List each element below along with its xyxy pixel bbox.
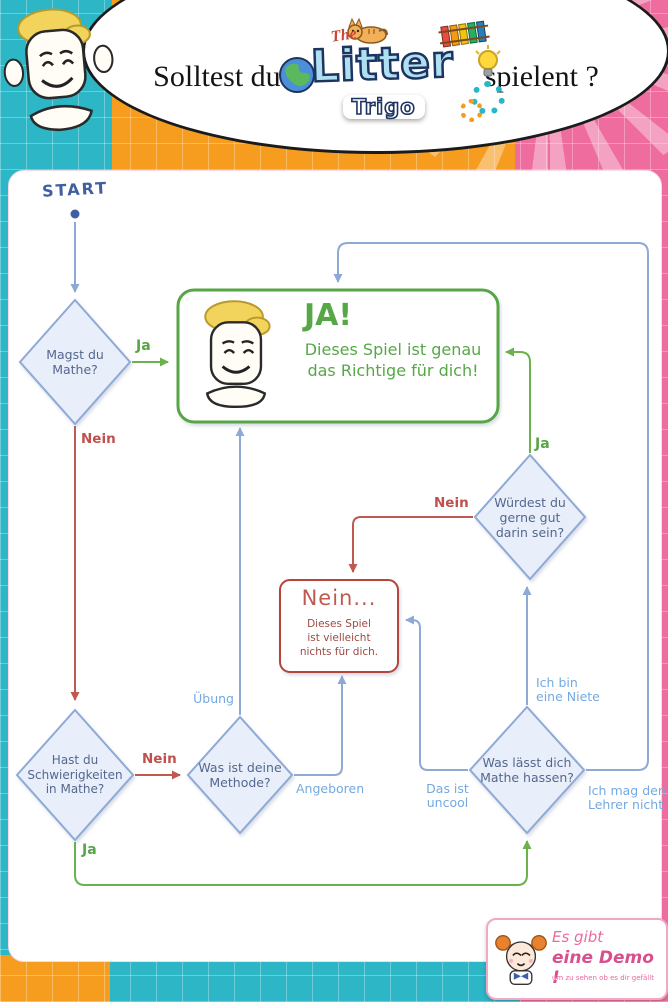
decision-text-d4: Würdest du gerne gut darin sein? [494, 494, 566, 540]
demo-text-line1: Es gibt [552, 928, 604, 946]
edge-label-niete: Ich bin eine Niete [536, 675, 600, 705]
decision-text-d2: Hast du Schwierigkeiten in Mathe? [27, 753, 123, 797]
title-prefix: Solltest du [153, 60, 281, 93]
start-dot [70, 209, 80, 219]
demo-text-line2: eine Demo ! [552, 948, 654, 988]
mascot-character-small [204, 300, 271, 409]
flowchart-graphics [15, 209, 649, 886]
edge-label-uebung: Übung [193, 691, 234, 706]
ja-title: JA! [304, 298, 353, 333]
flowchart: START Magst du Mathe? Hast du Schwierigk… [8, 170, 666, 960]
mascot-character [3, 8, 114, 132]
demo-girl-character [495, 935, 547, 985]
edge-angeboren [294, 675, 347, 776]
game-logo: The Litter Trigo [278, 17, 505, 125]
title-suffix: spielent ? [484, 60, 599, 93]
decision-text-d1: Magst du Mathe? [46, 347, 104, 377]
start-label: START [41, 178, 109, 201]
nein-text: Dieses Spiel ist vielleicht nichts für d… [299, 618, 379, 659]
edge-label-lehrer: Ich mag den Lehrer nicht [588, 783, 666, 813]
decision-mathe-hassen [468, 705, 586, 835]
edge-label-ja-right: Ja [535, 436, 550, 452]
decision-magst-du-mathe [18, 298, 132, 426]
demo-badge[interactable]: Es gibt eine Demo ! um zu sehen ob es di… [486, 918, 668, 1000]
logo-litter: Litter [309, 35, 456, 93]
edge-label-ja-top: Ja [136, 338, 151, 354]
nein-result-box [279, 579, 399, 673]
demo-subtext: um zu sehen ob es dir gefällt [552, 974, 654, 982]
title-row: Solltest du The Litter Trigo [109, 17, 643, 125]
edge-nein-right [348, 516, 473, 573]
logo-trigo: Trigo [342, 94, 425, 120]
edge-ja-bottom [74, 840, 532, 886]
globe-icon [278, 57, 315, 93]
lightbulb-icon [474, 45, 501, 77]
decision-gut-darin-sein [473, 453, 587, 581]
decision-text-d5: Was lässt dich Mathe hassen? [480, 755, 574, 785]
gear-icon-small [459, 99, 483, 122]
edge-label-nein-top: Nein [81, 431, 116, 447]
decision-schwierigkeiten [15, 708, 135, 842]
edge-ja-right [505, 347, 531, 453]
edge-label-uncool: Das ist uncool [426, 781, 469, 811]
edge-label-nein-mid: Nein [142, 751, 177, 767]
xylophone-icon [438, 20, 490, 48]
edge-uncool [405, 615, 468, 771]
cat-icon [346, 17, 388, 44]
edge-label-ja-bottom: Ja [82, 842, 97, 858]
decision-methode [186, 715, 294, 835]
gear-icon [470, 81, 505, 115]
decision-text-d3: Was ist deine Methode? [198, 760, 282, 790]
edge-label-nein-right: Nein [434, 495, 469, 511]
nein-title: Nein... [301, 586, 377, 610]
ja-text: Dieses Spiel ist genau das Richtige für … [304, 340, 482, 380]
edge-lehrer [333, 242, 649, 771]
edge-label-angeboren: Angeboren [296, 781, 365, 796]
